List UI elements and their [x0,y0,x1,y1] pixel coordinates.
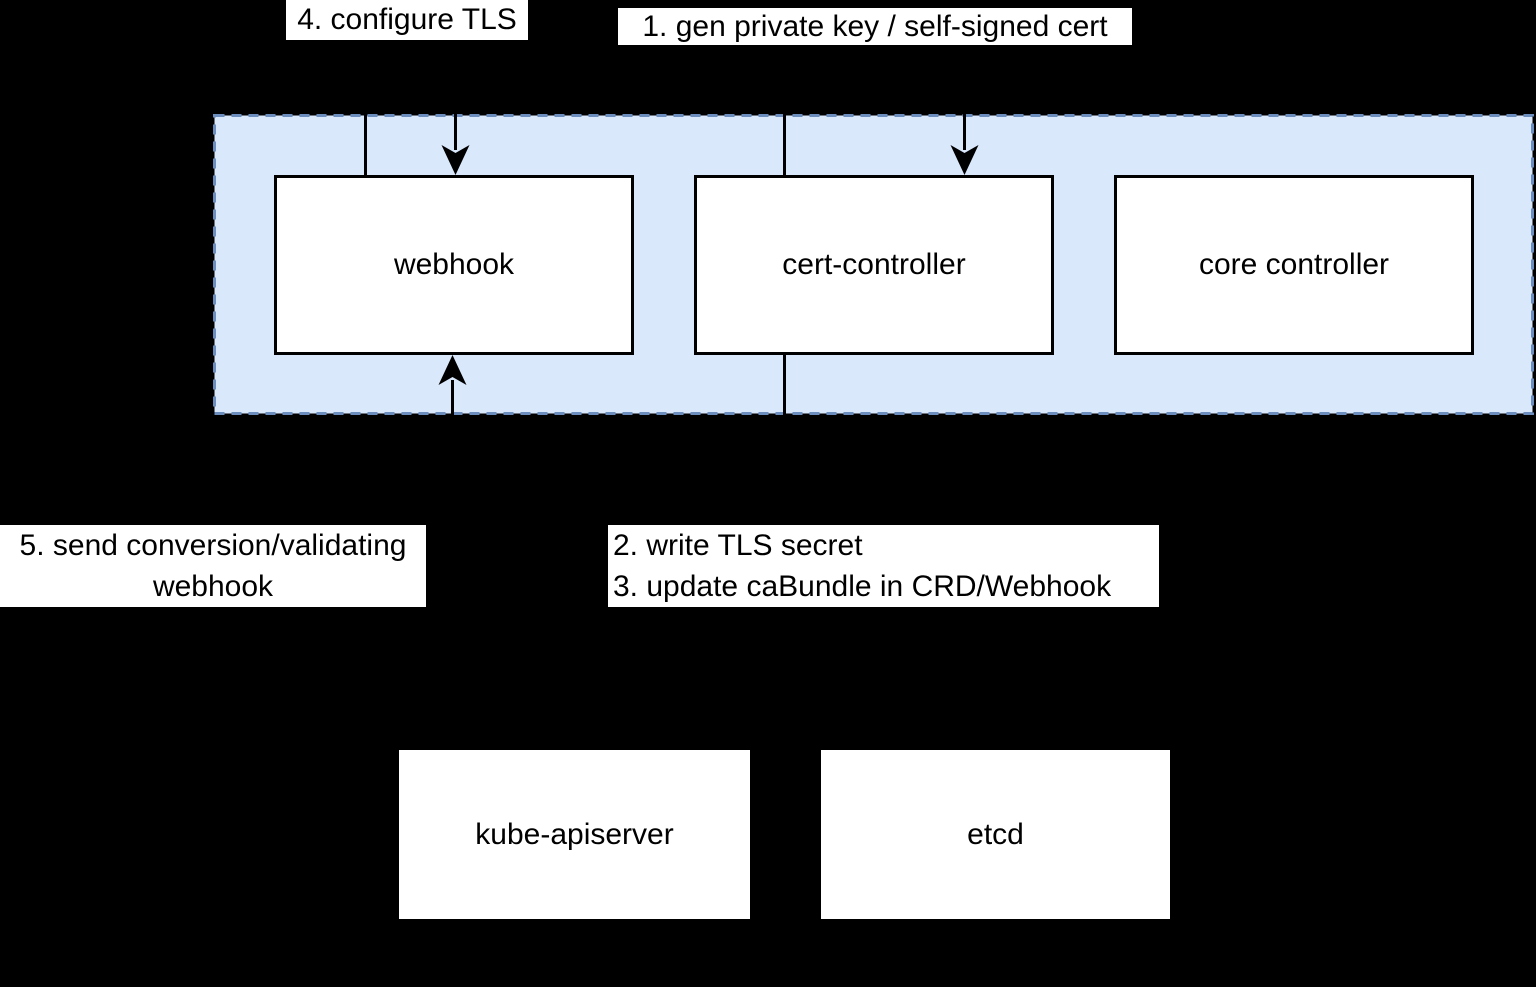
node-kube-apiserver: kube-apiserver [396,747,753,922]
node-webhook: webhook [274,175,634,355]
node-cert-controller-label: cert-controller [782,248,966,281]
node-etcd-label: etcd [967,817,1024,851]
node-core-controller-label: core controller [1198,248,1390,281]
annotation-step1-text: 1. gen private key / self-signed cert [642,10,1108,43]
annotation-step4-text: 4. configure TLS [297,3,517,36]
annotation-step5-line1: 5. send conversion/validating [19,529,407,562]
node-etcd: etcd [818,747,1173,922]
annotation-step5: 5. send conversion/validating webhook [0,525,426,607]
annotation-step3-line: 3. update caBundle in CRD/Webhook [613,570,1112,603]
node-core-controller: core controller [1114,175,1474,355]
arrowhead-webhook-top [441,145,470,175]
annotation-step2-line: 2. write TLS secret [613,529,863,562]
annotation-steps2-3: 2. write TLS secret 3. update caBundle i… [608,525,1159,607]
annotation-step5-line2: webhook [152,570,274,603]
arrowhead-cert-controller-top [950,145,979,175]
arrowhead-webhook-bottom [438,355,467,385]
node-kube-apiserver-label: kube-apiserver [475,817,674,851]
node-cert-controller: cert-controller [694,175,1054,355]
annotation-step4: 4. configure TLS [286,0,528,40]
annotation-step1: 1. gen private key / self-signed cert [618,8,1132,45]
node-webhook-label: webhook [393,248,515,281]
